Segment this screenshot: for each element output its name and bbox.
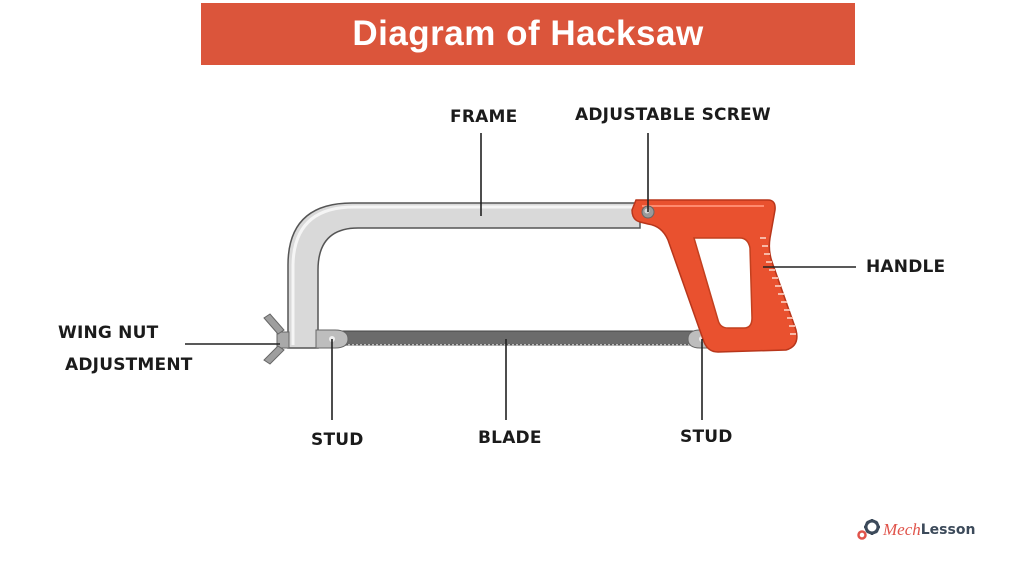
leader-lines: [185, 133, 856, 420]
handle: [631, 199, 798, 353]
label-stud-left: STUD: [311, 430, 364, 450]
wing-nut: [263, 313, 290, 365]
label-wing-nut-line1: WING NUT: [58, 323, 159, 343]
logo-mech-text: Mech: [883, 520, 921, 539]
frame: [287, 202, 641, 349]
label-handle: HANDLE: [866, 257, 946, 277]
label-wing-nut-line2: ADJUSTMENT: [65, 355, 193, 375]
label-adjustable-screw: ADJUSTABLE SCREW: [575, 105, 771, 125]
label-stud-right: STUD: [680, 427, 733, 447]
diagram-title: Diagram of Hacksaw: [352, 14, 704, 53]
gears-icon: [857, 519, 880, 540]
label-blade: BLADE: [478, 428, 542, 448]
logo-lesson-text: Lesson: [920, 522, 976, 538]
title-banner: Diagram of Hacksaw: [201, 3, 855, 65]
blade: [329, 330, 703, 346]
label-frame: FRAME: [450, 107, 518, 127]
mechlesson-logo: Mech Lesson: [855, 519, 975, 541]
